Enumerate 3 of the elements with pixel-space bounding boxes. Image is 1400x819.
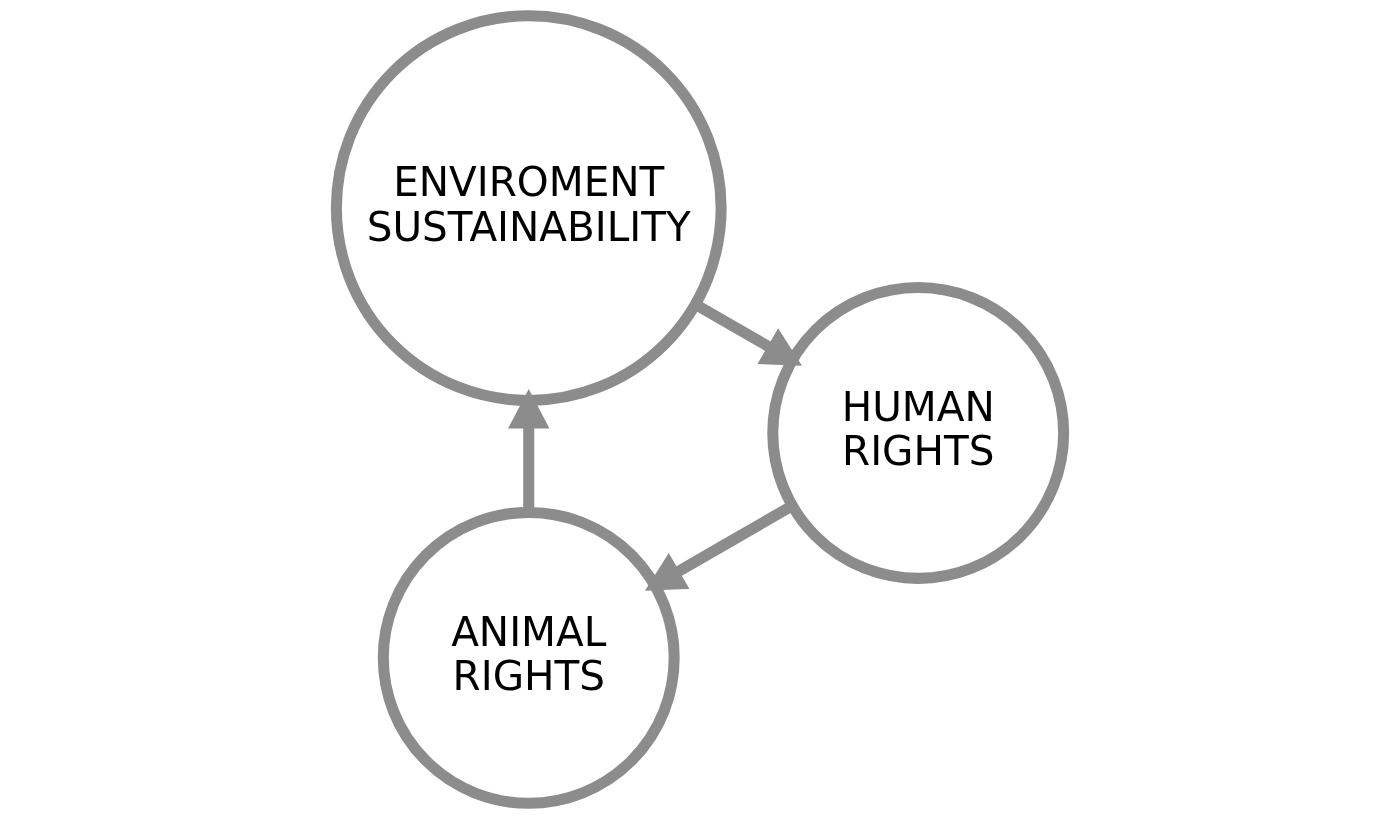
node-circle: ANIMAL RIGHTS bbox=[377, 506, 680, 809]
node-circle: ENVIROMENT SUSTAINABILITY bbox=[330, 10, 727, 406]
node-circle: HUMAN RIGHTS bbox=[767, 282, 1070, 584]
